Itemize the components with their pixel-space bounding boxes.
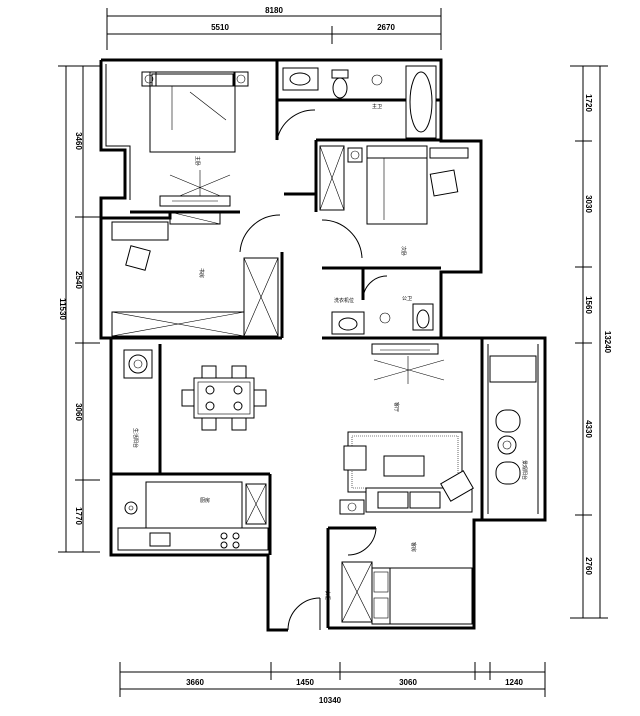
outer-walls	[99, 58, 484, 632]
dim-bottom-1: 3660	[186, 678, 204, 687]
study-furniture	[111, 221, 279, 337]
doors	[239, 109, 388, 631]
dim-left-4: 1770	[74, 507, 83, 525]
master-bath-fixtures	[282, 65, 437, 139]
label-master-bath: 主卫	[372, 103, 382, 110]
label-laundry: 洗衣机位	[334, 297, 354, 304]
dim-top-left: 5510	[211, 23, 229, 32]
dim-bottom-2: 1450	[296, 678, 314, 687]
label-master-bedroom: 主卧	[194, 156, 201, 166]
living-room-furniture	[339, 343, 474, 515]
label-study: 书房	[198, 268, 205, 278]
label-wardrobe: 衣柜	[324, 590, 331, 600]
dim-right-total: 13240	[603, 331, 612, 354]
label-service-balcony: 生活阳台	[132, 428, 139, 448]
dim-right-3: 1560	[584, 296, 593, 314]
dim-top-right: 2670	[377, 23, 395, 32]
dim-top-total: 8180	[265, 6, 283, 15]
dim-bottom-4: 1240	[505, 678, 523, 687]
second-bedroom-furniture	[319, 145, 469, 225]
label-living-room: 客厅	[393, 402, 400, 412]
service-balcony-fixtures	[123, 349, 153, 379]
living-balcony	[482, 336, 547, 522]
dim-left-total: 11530	[58, 298, 67, 320]
label-guest-room: 客房	[410, 542, 417, 552]
dim-right-5: 2760	[584, 557, 593, 575]
label-public-bath: 公卫	[402, 296, 412, 302]
dim-right-1: 1720	[584, 94, 593, 112]
dim-left-2: 2540	[74, 271, 83, 289]
dim-bottom-total: 10340	[319, 696, 342, 705]
dim-bottom-3: 3060	[399, 678, 417, 687]
dining-table	[181, 365, 267, 431]
dim-right-2: 3030	[584, 195, 593, 213]
dim-left-1: 3460	[74, 132, 83, 150]
dim-right-4: 4330	[584, 420, 593, 438]
label-living-balcony: 景观阳台	[521, 460, 528, 480]
dimension-lines	[58, 8, 608, 697]
dim-left-3: 3060	[74, 403, 83, 421]
public-bath-fixtures	[331, 303, 434, 335]
label-kitchen: 厨房	[200, 497, 210, 504]
label-second-bedroom: 次卧	[400, 246, 407, 256]
kitchen-fixtures	[117, 481, 269, 551]
master-bedroom-furniture	[141, 71, 249, 225]
guest-room-furniture	[341, 561, 473, 625]
